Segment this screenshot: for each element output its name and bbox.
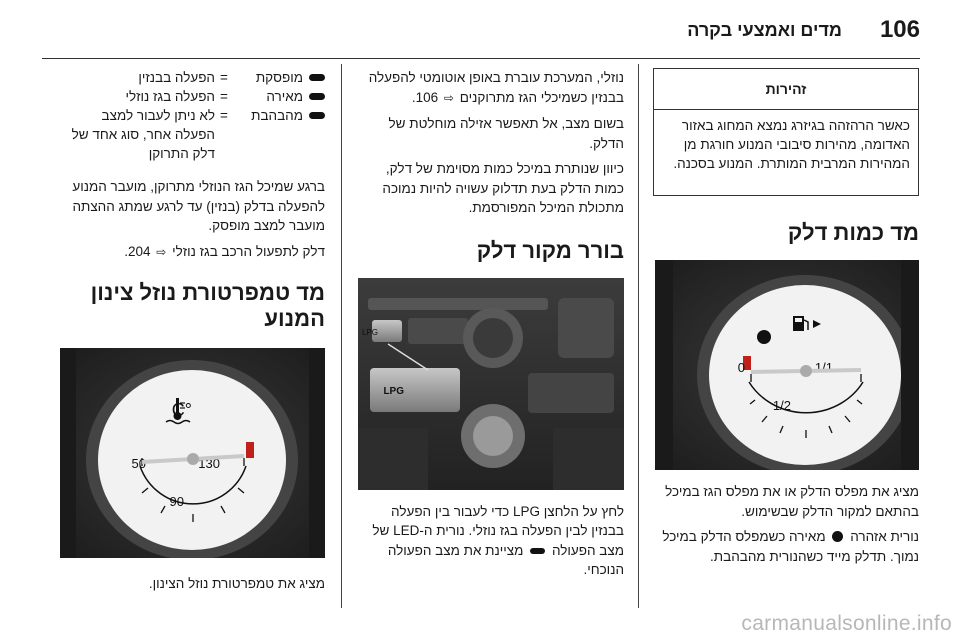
page-ref-arrow-icon: ⇨ [156,244,167,259]
led-state-legend: מופסקת = הפעלה בבנזין מאירה = הפעלה בגז … [60,68,325,163]
auto-switch-text-body: נוזלי, המערכת עוברת באופן אוטומטי להפעלה… [368,70,624,105]
coolant-gauge-photo: °C 50 90 130 [60,348,325,558]
lpg-switch-text-1: לחץ על הלחצן LPG כדי לעבור בין הפעלה בבנ… [391,503,624,539]
lpg-button-small[interactable] [372,319,402,342]
fuel-pump-icon [793,316,809,331]
watermark: carmanualsonline.info [741,612,952,635]
residual-fuel-text: כיוון שנותרת במיכל כמות מסוימת של דלק, כ… [382,161,624,215]
fuel-gauge-heading: מד כמות דלק [787,220,919,245]
legend-equals: = [220,108,228,123]
legend-key: מופסקת [233,68,325,87]
coolant-gauge-heading: מד טמפרטורת נוזל צינון המנוע [90,280,325,331]
gauge-ticks [749,374,863,438]
lpg-switch-text-3: מציינת את מצב הפעולה הנוכחי. [387,542,624,578]
header-divider [42,58,920,59]
low-fuel-text-start: נורית אזהרה [850,529,919,544]
page-header: 106 מדים ואמצעי בקרה [0,0,960,60]
coolant-red-zone [246,442,254,458]
low-fuel-text-end: מאירה כשמפלס הדלק במיכל נמוך. תדלק מייד … [662,529,919,564]
column-divider-right [638,64,639,608]
lpg-operation-ref-text: דלק לתפעול הרכב בגז נוזלי [172,243,325,259]
led-off-icon [309,74,325,81]
left-column: מופסקת = הפעלה בבנזין מאירה = הפעלה בגז … [60,68,325,594]
lpg-button-large-label: LPG [383,386,404,397]
fuel-gauge-photo: 0 1/1 1/2 [655,260,919,470]
auto-switch-text: נוזלי, המערכת עוברת באופן אוטומטי להפעלה… [358,68,624,108]
legend-row: מהבהבת = לא ניתן לעבור למצב הפעלה אחר, ס… [60,106,325,163]
column-divider-left [341,64,342,608]
led-indicator-icon [530,547,546,554]
page-ref-arrow-icon: ⇨ [443,90,454,105]
fuel-door-side-arrow-icon [813,320,821,328]
warning-title: זהירות [765,81,807,97]
gauge-red-zone [743,356,751,370]
coolant-gauge-ticks [141,458,245,522]
led-flashing-icon [309,112,325,119]
fuel-selector-heading: בורר מקור דלק [476,237,624,263]
legend-key: מאירה [233,87,325,106]
lpg-operation-ref: דלק לתפעול הרכב בגז נוזלי ⇨ 204. [60,242,325,263]
legend-key-label: מהבהבת [251,108,303,123]
lpg-empty-text: ברגע שמיכל הגז הנוזלי מתרוקן, מועבר המנו… [72,179,325,233]
coolant-gauge-illustration: °C 50 90 130 [60,348,325,558]
legend-row: מופסקת = הפעלה בבנזין [60,68,325,87]
gauge-label-half: 1/2 [773,398,791,413]
right-column: זהירות כאשר הרהזהה בגיזרג נמצא המחוג באז… [653,68,919,566]
fuel-selector-photo: LPG LPG [358,277,624,490]
low-fuel-warning-text: נורית אזהרה מאירה כשמפלס הדלק במיכל נמוך… [655,527,919,566]
legend-equals: = [220,70,228,85]
coolant-label-min: 50 [132,456,146,471]
warning-light-icon [832,531,844,542]
fuel-gauge-description: מציג את מפלס הדלק או את מפלס הגז במיכל ב… [665,484,919,519]
coolant-gauge-caption: מציג את טמפרטורת נוזל הצינון. [148,576,325,591]
middle-column: נוזלי, המערכת עוברת באופן אוטומטי להפעלה… [358,68,624,580]
coolant-temperature-icon [165,398,191,425]
warning-text: כאשר הרהזהה בגיזרג נמצא המחוג באזור האדו… [673,118,910,171]
fuel-gauge-illustration: 0 1/1 1/2 [655,260,919,470]
legend-value: הפעלה בבנזין [138,70,215,85]
legend-row: מאירה = הפעלה בגז נוזלי [60,87,325,106]
coolant-label-mid: 90 [170,494,184,509]
lpg-button-small-label: LPG [362,328,378,337]
lpg-operation-page-ref: 204. [124,243,151,259]
gauge-label-empty: 0 [738,360,745,375]
legend-key-label: מאירה [266,89,303,104]
lpg-switch-text-2: של מצב הפעולה [372,523,624,558]
legend-key-label: מופסקת [255,70,303,85]
legend-value: הפעלה בגז נוזלי [125,89,215,104]
led-on-icon [309,93,325,100]
warning-divider [654,109,918,110]
lpg-console-illustration: LPG LPG [358,277,624,490]
coolant-unit-label: °C [172,400,192,420]
low-fuel-warning-icon [757,330,771,344]
warning-box: זהירות כאשר הרהזהה בגיזרג נמצא המחוג באז… [653,68,919,196]
no-empty-tank-text: בשום מצב, אל תאפשר אזילה מוחלטת של הדלק. [388,116,625,151]
lpg-button-large[interactable] [370,367,460,412]
legend-key: מהבהבת [233,106,325,163]
legend-equals: = [220,89,228,104]
legend-value: לא ניתן לעבור למצב הפעלה אחר, סוג אחד של… [71,108,215,161]
callout-line [387,342,429,371]
lpg-switch-text: לחץ על הלחצן LPG כדי לעבור בין הפעלה בבנ… [358,502,624,580]
auto-switch-page-ref: 106. [411,89,439,105]
page-title: מדים ואמצעי בקרה [687,20,842,40]
page-number: 106 [879,16,920,43]
